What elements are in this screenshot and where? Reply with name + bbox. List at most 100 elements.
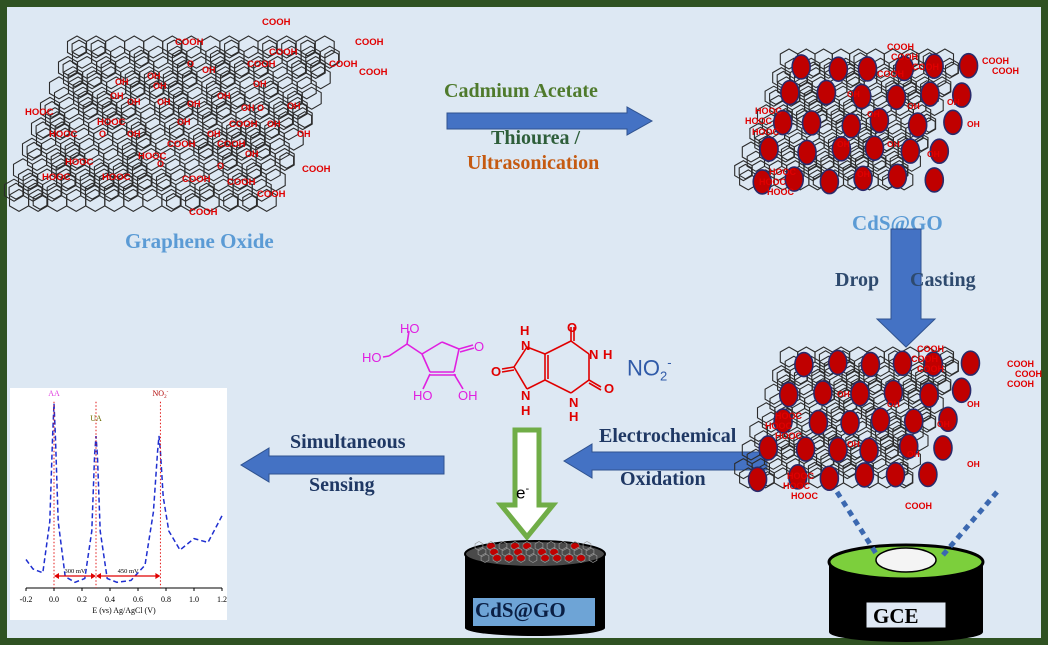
aa-ho-left: HO bbox=[362, 350, 382, 365]
cds-nanoparticle bbox=[831, 135, 852, 162]
cds-nanoparticle bbox=[747, 466, 768, 493]
functional-group-label: OH bbox=[297, 129, 311, 139]
functional-group-label: HOOC bbox=[745, 116, 773, 126]
nitrite-subscript: 2 bbox=[660, 368, 668, 384]
functional-group-label: COOH bbox=[917, 364, 944, 374]
functional-group-label: OH bbox=[847, 89, 860, 99]
functional-group-label: OH bbox=[947, 97, 960, 107]
x-tick-label: 0.2 bbox=[77, 595, 87, 604]
ua-n-4: N bbox=[569, 395, 579, 410]
functional-group-label: OH bbox=[287, 101, 301, 111]
functional-group-label: COOH bbox=[257, 189, 286, 200]
functional-group-label: OH bbox=[967, 119, 980, 129]
nitrite-label: NO2- bbox=[627, 355, 672, 384]
gce-label: GCE bbox=[873, 604, 919, 628]
functional-group-label: COOH bbox=[182, 174, 211, 185]
cds-nanoparticle bbox=[850, 380, 870, 407]
cds-nanoparticle bbox=[886, 84, 907, 111]
cds-nanoparticle bbox=[885, 461, 906, 488]
cds-nanoparticle bbox=[869, 107, 890, 134]
drop-casting-arrow bbox=[875, 228, 937, 348]
cds-nanoparticle bbox=[851, 83, 872, 110]
cds-nanoparticle bbox=[828, 56, 849, 82]
functional-group-label: OH bbox=[967, 399, 980, 409]
functional-group-label: OH bbox=[887, 399, 900, 409]
ua-o-left: O bbox=[491, 364, 502, 379]
functional-group-label: COOH bbox=[359, 67, 388, 78]
cds-nanoparticle bbox=[924, 53, 944, 79]
x-tick-label: -0.2 bbox=[20, 595, 33, 604]
cds-nanoparticle bbox=[808, 409, 829, 436]
cds-nanoparticle bbox=[784, 166, 805, 192]
cds-nanoparticle bbox=[894, 55, 915, 82]
functional-group-label: OH bbox=[837, 389, 850, 399]
ua-n-2: N bbox=[589, 347, 599, 362]
cds-nanoparticle bbox=[773, 408, 793, 434]
x-tick-label: 0.6 bbox=[133, 595, 143, 604]
electron-superscript: - bbox=[525, 483, 530, 495]
casting-label: Casting bbox=[910, 269, 976, 291]
cds-nanoparticle bbox=[791, 54, 811, 80]
uric-acid-structure bbox=[501, 327, 602, 394]
separation-label: 450 mV bbox=[118, 568, 139, 575]
functional-group-label: OH bbox=[907, 101, 920, 111]
functional-group-label: HOOC bbox=[775, 411, 803, 421]
functional-group-label: OH bbox=[207, 129, 221, 139]
cds-nanoparticle bbox=[816, 79, 837, 106]
functional-group-label: OH bbox=[857, 169, 870, 179]
cds-nanoparticle bbox=[759, 136, 779, 162]
functional-group-label: OH bbox=[837, 139, 850, 149]
functional-group-label: COOH bbox=[269, 47, 298, 58]
nitrite-text: NO bbox=[627, 355, 660, 381]
cds-nanoparticle bbox=[938, 406, 958, 433]
functional-group-label: OH bbox=[217, 91, 231, 101]
functional-group-label: COOH bbox=[167, 139, 196, 150]
cds-particles bbox=[747, 349, 981, 493]
functional-group-label: OH bbox=[887, 139, 900, 149]
thiourea-label: Thiourea / bbox=[491, 127, 581, 149]
functional-group-label: OH bbox=[153, 81, 167, 91]
cds-nanoparticle bbox=[864, 135, 885, 161]
cds-nanoparticle bbox=[853, 165, 873, 192]
functional-group-label: OH bbox=[115, 77, 129, 87]
functional-group-label: COOH bbox=[877, 69, 904, 79]
functional-group-label: COOH bbox=[175, 37, 204, 48]
functional-group-label: OH bbox=[187, 99, 201, 109]
cds-nanoparticle bbox=[795, 436, 816, 462]
dpv-curve bbox=[25, 403, 223, 584]
cds-nanoparticle bbox=[854, 462, 875, 488]
arrow-head bbox=[54, 573, 59, 579]
x-axis-label: E (vs) Ag/AgCl (V) bbox=[92, 606, 156, 615]
functional-group-label: O bbox=[99, 129, 106, 139]
functional-group-label: COOH bbox=[992, 66, 1019, 76]
cds-nanoparticle bbox=[892, 350, 913, 377]
functional-group-label: HOOC bbox=[787, 471, 815, 481]
x-tick-label: 0.8 bbox=[161, 595, 171, 604]
cds-nanoparticle bbox=[903, 408, 924, 434]
functional-group-label: HOOC bbox=[65, 157, 94, 168]
functional-group-label: COOH bbox=[905, 501, 932, 511]
functional-group-label: OH bbox=[127, 97, 141, 107]
peak-label: AA bbox=[48, 389, 60, 398]
functional-group-label: HOOC bbox=[769, 167, 797, 177]
cds-nanoparticle bbox=[870, 407, 891, 433]
aa-ho-top: HO bbox=[400, 321, 420, 336]
functional-group-label: COOH bbox=[229, 119, 258, 130]
functional-group-label: COOH bbox=[1007, 379, 1034, 389]
cds-nanoparticle bbox=[907, 112, 928, 138]
ua-n-3: N bbox=[521, 388, 531, 403]
nitrite-superscript: - bbox=[667, 355, 672, 370]
functional-group-label: OH bbox=[267, 119, 281, 129]
cds-nanoparticle bbox=[797, 139, 817, 166]
ua-o-top: O bbox=[567, 320, 578, 335]
functional-group-label: COOH bbox=[891, 52, 918, 62]
cadmium-acetate-label: Cadmium Acetate bbox=[444, 80, 598, 102]
cds-nanoparticle bbox=[923, 351, 944, 377]
functional-group-label: OH bbox=[177, 117, 191, 127]
arrow-head bbox=[155, 573, 161, 579]
gce-electrode bbox=[827, 543, 985, 642]
functional-group-label: O bbox=[217, 161, 224, 171]
cds-nanoparticle bbox=[778, 381, 799, 408]
cds-nanoparticle bbox=[788, 464, 808, 490]
